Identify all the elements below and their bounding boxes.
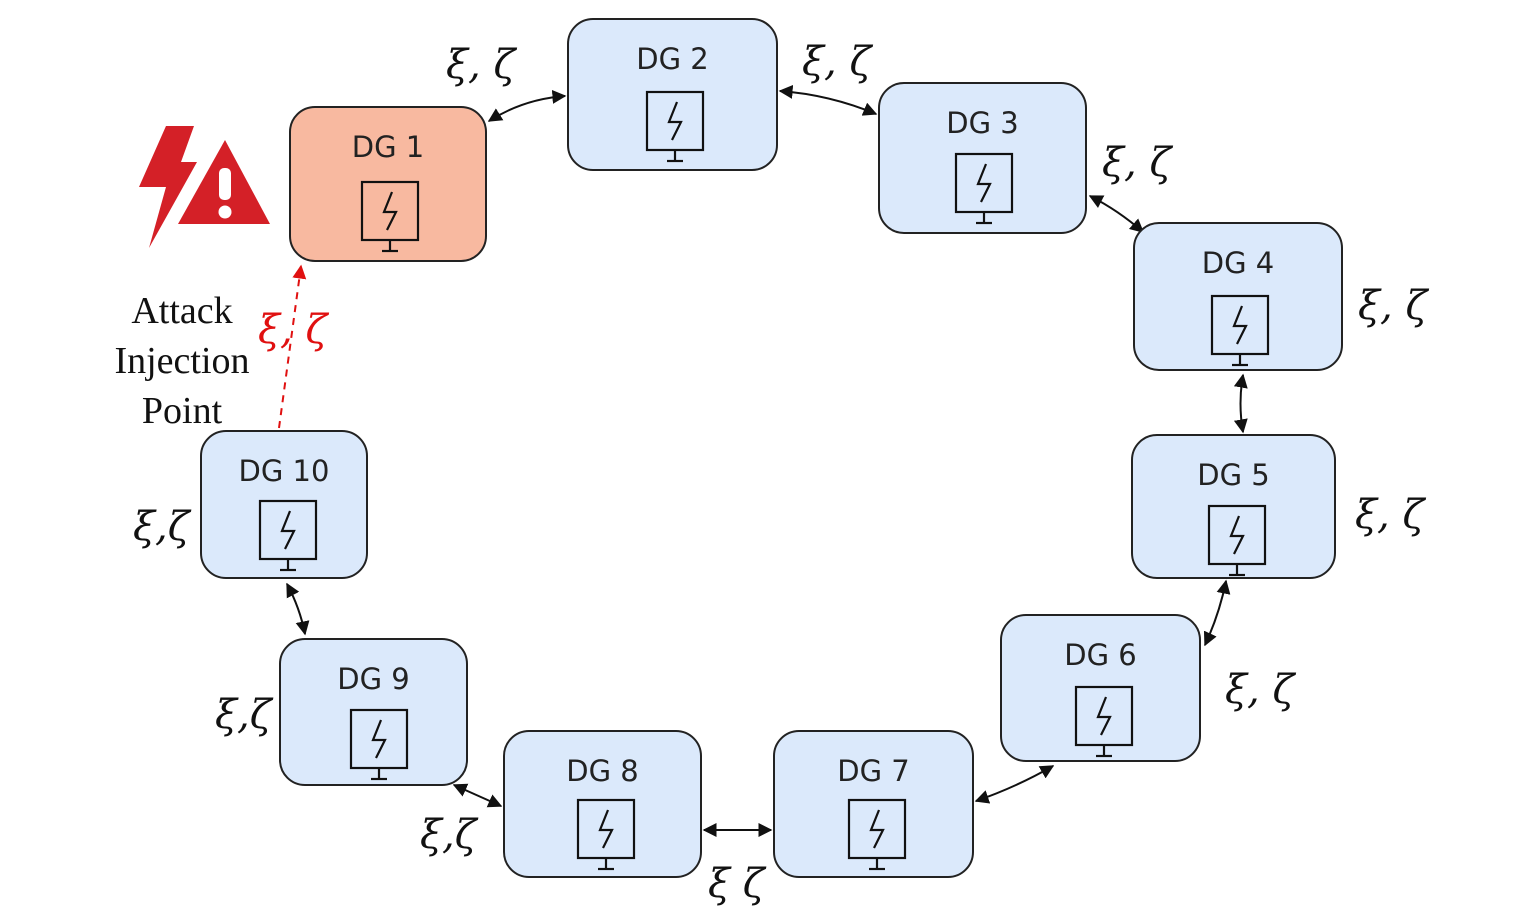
link-arrow-6 <box>974 765 1055 804</box>
attack-edge-label: ξ, ζ <box>258 307 328 353</box>
link-arrow-4 <box>1233 373 1248 434</box>
attack-label-line-2: Injection <box>114 340 250 382</box>
computer-lightning-icon <box>847 798 907 871</box>
computer-lightning-icon <box>1207 504 1267 577</box>
dg-node-6: DG 6 <box>1000 614 1201 762</box>
computer-lightning-icon <box>954 152 1014 225</box>
dg-node-label: DG 4 <box>1201 246 1275 280</box>
link-label-2: ξ, ζ <box>802 39 872 85</box>
attack-injection-label: Attack Injection Point <box>94 286 270 436</box>
dg-node-label: DG 9 <box>337 662 410 696</box>
link-label-7: ξ ζ <box>708 861 765 907</box>
attack-injection-arrow <box>278 264 307 429</box>
link-arrow-1 <box>487 89 567 122</box>
dg-node-label: DG 8 <box>566 754 639 788</box>
computer-lightning-icon <box>576 798 636 871</box>
link-label-6: ξ, ζ <box>1225 667 1295 713</box>
link-label-3: ξ, ζ <box>1102 140 1172 186</box>
dg-node-8: DG 8 <box>503 730 702 878</box>
dg-node-label: DG 2 <box>636 42 709 76</box>
link-label-1: ξ, ζ <box>446 42 516 88</box>
link-arrow-3 <box>1088 195 1145 233</box>
attack-label-line-1: Attack <box>131 290 233 332</box>
dg-node-10: DG 10 <box>200 430 368 579</box>
dg-node-label: DG 3 <box>946 106 1019 140</box>
computer-lightning-icon <box>258 499 318 572</box>
link-arrow-8 <box>452 783 503 808</box>
dg-node-7: DG 7 <box>773 730 974 878</box>
link-label-9: ξ,ζ <box>215 692 272 738</box>
computer-lightning-icon <box>349 708 409 781</box>
dg-node-2: DG 2 <box>567 18 778 171</box>
computer-lightning-icon <box>645 90 705 163</box>
dg-node-label: DG 1 <box>351 130 425 164</box>
dg-node-3: DG 3 <box>878 82 1087 234</box>
link-arrow-9 <box>286 582 310 636</box>
link-label-8: ξ,ζ <box>420 812 477 858</box>
link-label-5: ξ, ζ <box>1355 492 1425 538</box>
computer-lightning-icon <box>1074 685 1134 758</box>
computer-lightning-icon <box>360 180 420 253</box>
link-label-10: ξ,ζ <box>133 504 190 550</box>
dg-node-1: DG 1 <box>289 106 487 262</box>
attack-label-line-3: Point <box>141 390 223 432</box>
link-label-4: ξ, ζ <box>1358 283 1428 329</box>
dg-node-label: DG 6 <box>1064 638 1137 672</box>
computer-lightning-icon <box>1210 294 1270 367</box>
dg-node-5: DG 5 <box>1131 434 1336 579</box>
dg-node-4: DG 4 <box>1133 222 1343 371</box>
link-arrow-5 <box>1203 579 1231 647</box>
dg-node-label: DG 10 <box>238 454 330 488</box>
dg-node-9: DG 9 <box>279 638 468 786</box>
dg-node-label: DG 5 <box>1197 458 1270 492</box>
link-arrow-2 <box>778 84 878 116</box>
dg-node-label: DG 7 <box>837 754 910 788</box>
